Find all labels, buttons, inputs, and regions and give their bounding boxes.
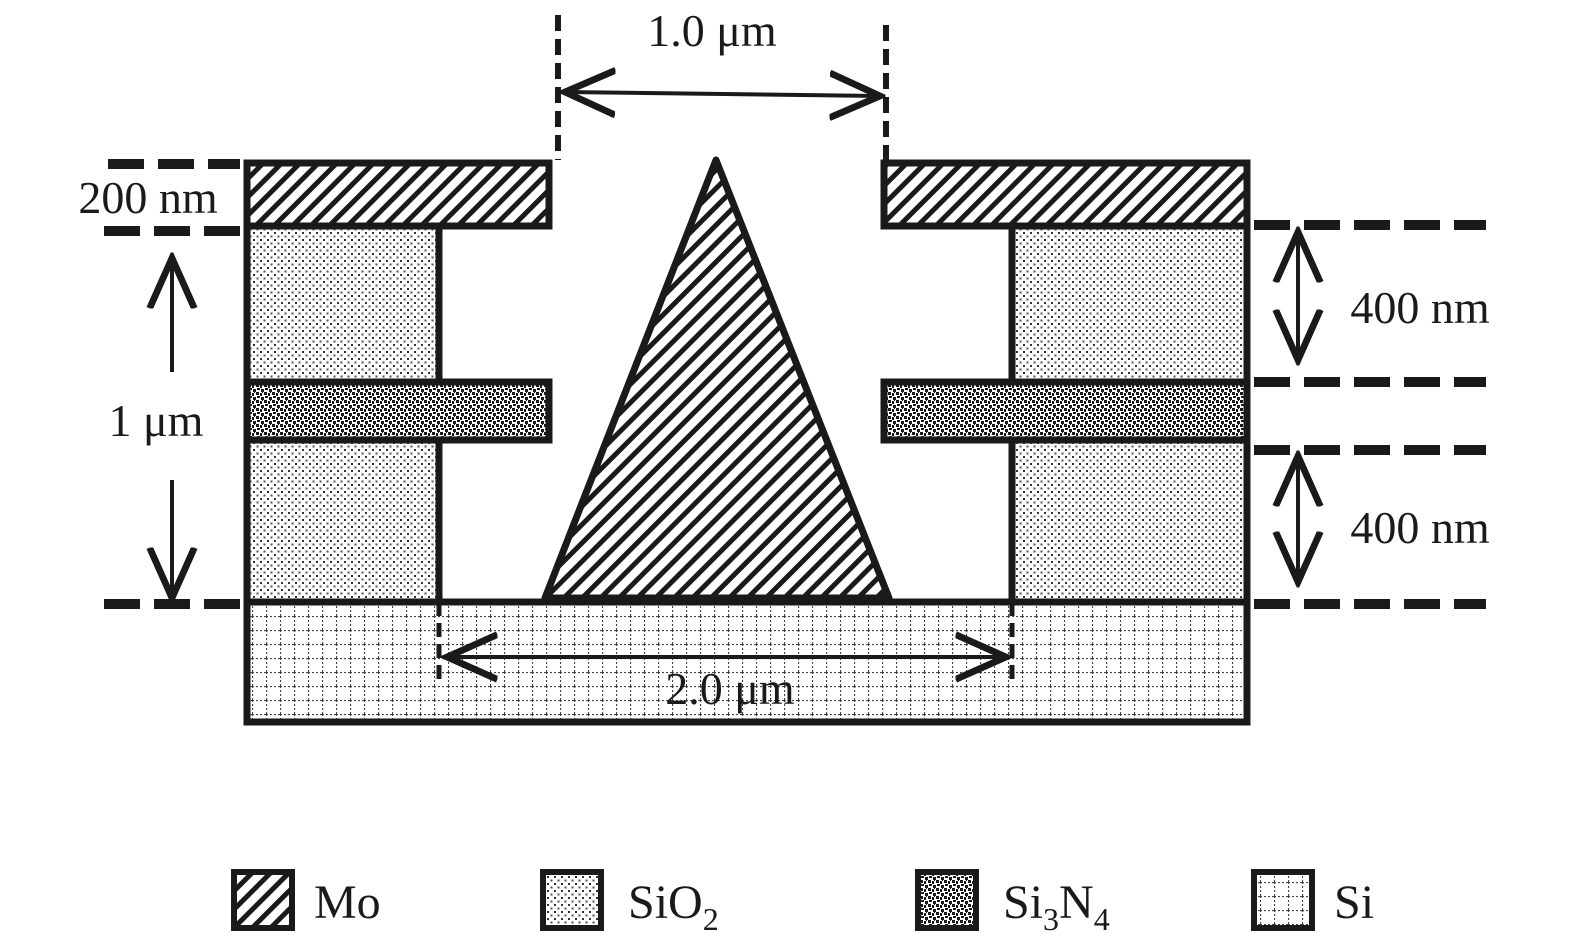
top-gap-arrow [565,92,880,96]
top-gap-label: 1.0 μm [647,5,777,56]
legend-label-si: Si [1334,876,1374,929]
total-height-label: 1 μm [109,395,204,446]
legend-item-mo: Mo [231,869,381,931]
legend-swatch-sio2 [540,869,604,931]
lower-oxide-label: 400 nm [1350,502,1490,553]
legend-label-sio2: SiO2 [628,876,719,937]
legend-item-si: Si [1251,869,1374,931]
bottom-gap-label: 2.0 μm [665,663,795,714]
mo-emitter-tip [541,156,893,602]
mo-gate-left [243,159,553,230]
sio2-left-lower [243,436,443,606]
upper-oxide-label: 400 nm [1350,282,1490,333]
sio2-right-lower [1008,436,1251,606]
si3n4-right [880,378,1251,444]
gate-thickness-label: 200 nm [78,172,218,223]
legend-label-mo: Mo [314,876,381,929]
sio2-right-upper [1008,222,1251,388]
legend: Mo SiO2 Si3N4 Si [231,869,1374,937]
legend-swatch-si3n4 [915,869,979,931]
sio2-left-upper [243,222,443,388]
legend-item-sio2: SiO2 [540,869,719,937]
legend-swatch-si [1251,869,1315,931]
legend-item-si3n4: Si3N4 [915,869,1110,937]
mo-gate-right [880,159,1251,230]
legend-label-si3n4: Si3N4 [1003,876,1110,937]
si3n4-left [243,378,553,444]
legend-swatch-mo [231,869,295,931]
